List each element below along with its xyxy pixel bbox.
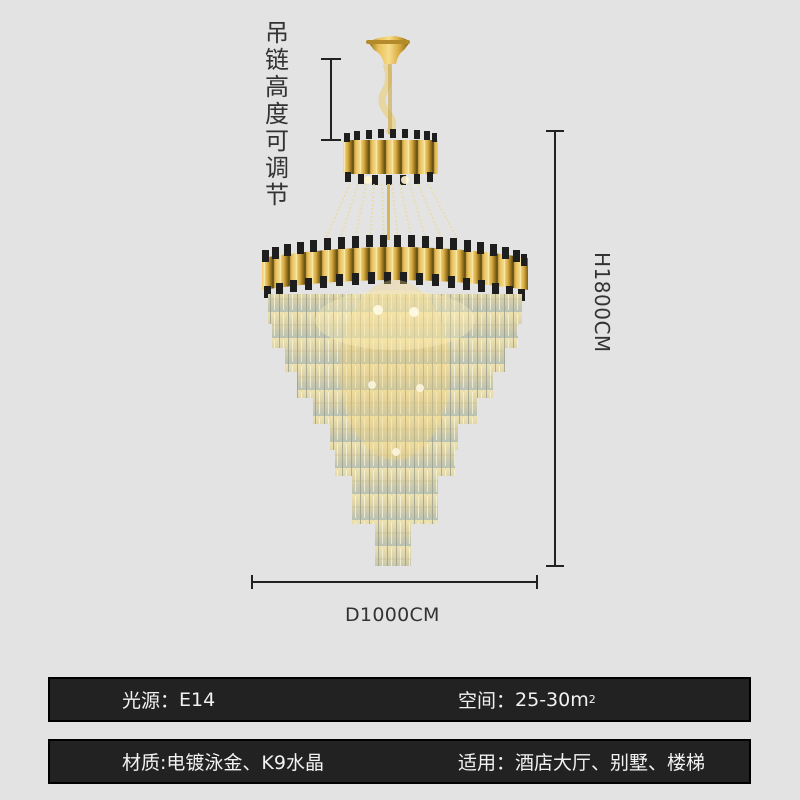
height-dimension-cap-top [546, 130, 564, 132]
crystal-tiers [268, 280, 522, 566]
main-ring [262, 235, 528, 301]
chandelier-image [262, 36, 528, 566]
height-label: H1800CM [552, 252, 622, 353]
diameter-dimension-cap-right [536, 575, 538, 589]
height-dimension-cap-bottom [546, 565, 564, 567]
height-dimension-line [554, 130, 556, 566]
material-spec: 材质: 电镀泳金、K9水晶 [122, 741, 324, 782]
space-label: 空间： [458, 690, 516, 712]
chain-dimension-cap-bottom [321, 139, 341, 141]
application-spec: 适用： 酒店大厅、别墅、楼梯 [458, 741, 705, 782]
light-source-label: 光源： [122, 690, 180, 712]
material-label: 材质: [122, 752, 167, 774]
upper-ring [343, 129, 438, 185]
application-label: 适用： [458, 752, 516, 774]
space-value: 25-30m [515, 688, 589, 711]
height-label-text: H1800CM [590, 252, 614, 353]
chain-dimension-cap-top [321, 58, 341, 60]
spec-bar-material-application: 材质: 电镀泳金、K9水晶 适用： 酒店大厅、别墅、楼梯 [48, 739, 751, 784]
material-value: 电镀泳金、K9水晶 [166, 752, 324, 774]
chain-dimension-line [330, 58, 332, 140]
light-source-value: E14 [179, 688, 216, 711]
diameter-dimension-cap-left [251, 575, 253, 589]
diameter-dimension-line [251, 581, 537, 583]
diameter-label: D1000CM [345, 604, 440, 626]
light-source-spec: 光源： E14 [122, 679, 215, 720]
chain-adjustable-label: 吊链高度可调节 [265, 19, 289, 209]
application-value: 酒店大厅、别墅、楼梯 [515, 752, 706, 774]
